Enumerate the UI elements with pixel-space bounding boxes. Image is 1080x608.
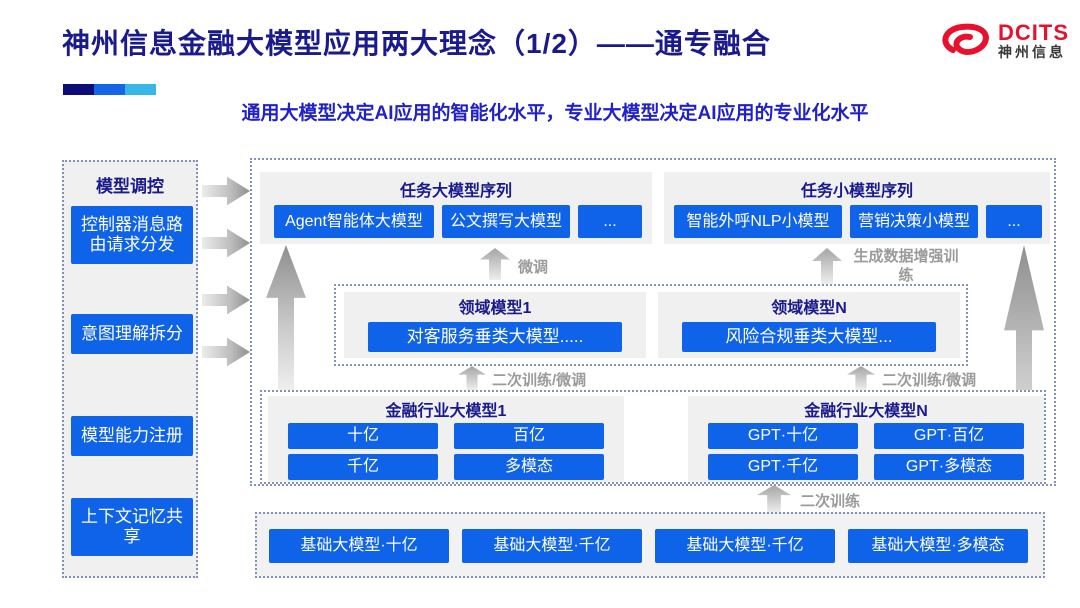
accent-bar-segment	[94, 84, 125, 95]
page-title: 神州信息金融大模型应用两大理念（1/2）——通专融合	[62, 28, 771, 59]
model-box-outbound-nlp: 智能外呼NLP小模型	[674, 205, 842, 238]
model-box-base-multimodal: 基础大模型·多模态	[848, 529, 1028, 563]
model-box-risk-compliance: 风险合规垂类大模型...	[682, 322, 936, 352]
right-arrow-icon	[202, 285, 250, 315]
tall-up-arrow-icon	[266, 245, 306, 392]
up-arrow-icon	[812, 248, 842, 284]
model-box-customer-service: 对客服务垂类大模型.....	[368, 322, 622, 352]
domain-models-container: 领域模型1 对客服务垂类大模型..... 领域模型N 风险合规垂类大模型...	[334, 284, 968, 366]
group-industry-model-1: 金融行业大模型1 十亿 百亿 千亿 多模态	[268, 396, 624, 482]
dcits-swirl-icon	[942, 23, 989, 55]
model-box-document-llm: 公文撰写大模型	[442, 205, 570, 238]
model-box-gpt-billion: GPT·十亿	[708, 423, 858, 449]
right-arrow-icon	[202, 176, 250, 206]
group-industry-model-n: 金融行业大模型N GPT·十亿 GPT·百亿 GPT·千亿 GPT·多模态	[688, 396, 1044, 482]
base-models-container: 基础大模型·十亿 基础大模型·千亿 基础大模型·千亿 基础大模型·多模态	[255, 512, 1045, 578]
dcits-logo: DCITS 神州信息	[938, 20, 1069, 62]
model-box-gpt-multimodal: GPT·多模态	[874, 454, 1024, 480]
industry-models-container: 金融行业大模型1 十亿 百亿 千亿 多模态 金融行业大模型N GPT·十亿 GP…	[260, 390, 1046, 484]
sidebar-item-controller-routing: 控制器消息路由请求分发	[71, 206, 193, 264]
group-header: 领域模型1	[458, 300, 532, 317]
label-fine-tune: 微调	[518, 259, 549, 276]
group-header: 任务小模型序列	[800, 183, 913, 200]
model-box-base-billion: 基础大模型·十亿	[269, 529, 449, 563]
model-box-marketing-decision: 营销决策小模型	[850, 205, 978, 238]
label-retrain-finetune: 二次训练/微调	[492, 372, 587, 389]
label-retrain-finetune: 二次训练/微调	[882, 372, 977, 389]
accent-bar-segment	[125, 84, 156, 95]
model-box-multimodal: 多模态	[454, 454, 604, 480]
group-domain-model-1: 领域模型1 对客服务垂类大模型.....	[344, 292, 646, 358]
model-box-agent-llm: Agent智能体大模型	[274, 205, 434, 238]
sidebar-item-context-memory: 上下文记忆共享	[71, 498, 193, 556]
sidebar-model-control: 模型调控 控制器消息路由请求分发 意图理解拆分 模型能力注册 上下文记忆共享	[62, 160, 198, 578]
slide-subtitle: 通用大模型决定AI应用的智能化水平，专业大模型决定AI应用的专业化水平	[241, 103, 869, 124]
label-gen-data-training: 生成数据增强训练	[853, 248, 959, 284]
group-task-large-models: 任务大模型序列 Agent智能体大模型 公文撰写大模型 ...	[260, 172, 652, 244]
model-box-gpt-ten-billion: GPT·百亿	[874, 423, 1024, 449]
title-accent-bar	[63, 84, 156, 95]
sidebar-item-intent-split: 意图理解拆分	[71, 314, 193, 354]
model-box-base-hundred-billion: 基础大模型·千亿	[462, 529, 642, 563]
model-box-gpt-hundred-billion: GPT·千亿	[708, 454, 858, 480]
model-box-ten-billion: 百亿	[454, 423, 604, 449]
up-arrow-icon	[480, 248, 510, 280]
logo-brand-cn-text: 神州信息	[998, 44, 1066, 61]
right-arrow-icon	[202, 228, 250, 258]
up-arrow-icon	[757, 485, 791, 513]
group-task-small-models: 任务小模型序列 智能外呼NLP小模型 营销决策小模型 ...	[664, 172, 1050, 244]
model-box-hundred-billion: 千亿	[288, 454, 438, 480]
main-architecture-panel: 任务大模型序列 Agent智能体大模型 公文撰写大模型 ... 任务小模型序列 …	[250, 158, 1056, 486]
up-arrow-icon	[458, 366, 486, 390]
group-header: 领域模型N	[771, 300, 847, 317]
up-arrow-icon	[847, 366, 875, 390]
model-box-ellipsis: ...	[578, 205, 642, 238]
sidebar-item-capability-register: 模型能力注册	[71, 416, 193, 456]
logo-brand-text: DCITS	[998, 20, 1069, 46]
group-domain-model-n: 领域模型N 风险合规垂类大模型...	[658, 292, 960, 358]
right-arrow-icon	[202, 337, 250, 367]
model-box-billion: 十亿	[288, 423, 438, 449]
model-box-base-hundred-billion-2: 基础大模型·千亿	[655, 529, 835, 563]
accent-bar-segment	[63, 84, 94, 95]
model-box-ellipsis: ...	[986, 205, 1042, 238]
group-header: 金融行业大模型N	[804, 403, 928, 420]
group-header: 任务大模型序列	[399, 183, 512, 200]
group-header: 金融行业大模型1	[385, 403, 507, 420]
sidebar-header: 模型调控	[96, 177, 164, 196]
label-retrain: 二次训练	[800, 493, 861, 510]
